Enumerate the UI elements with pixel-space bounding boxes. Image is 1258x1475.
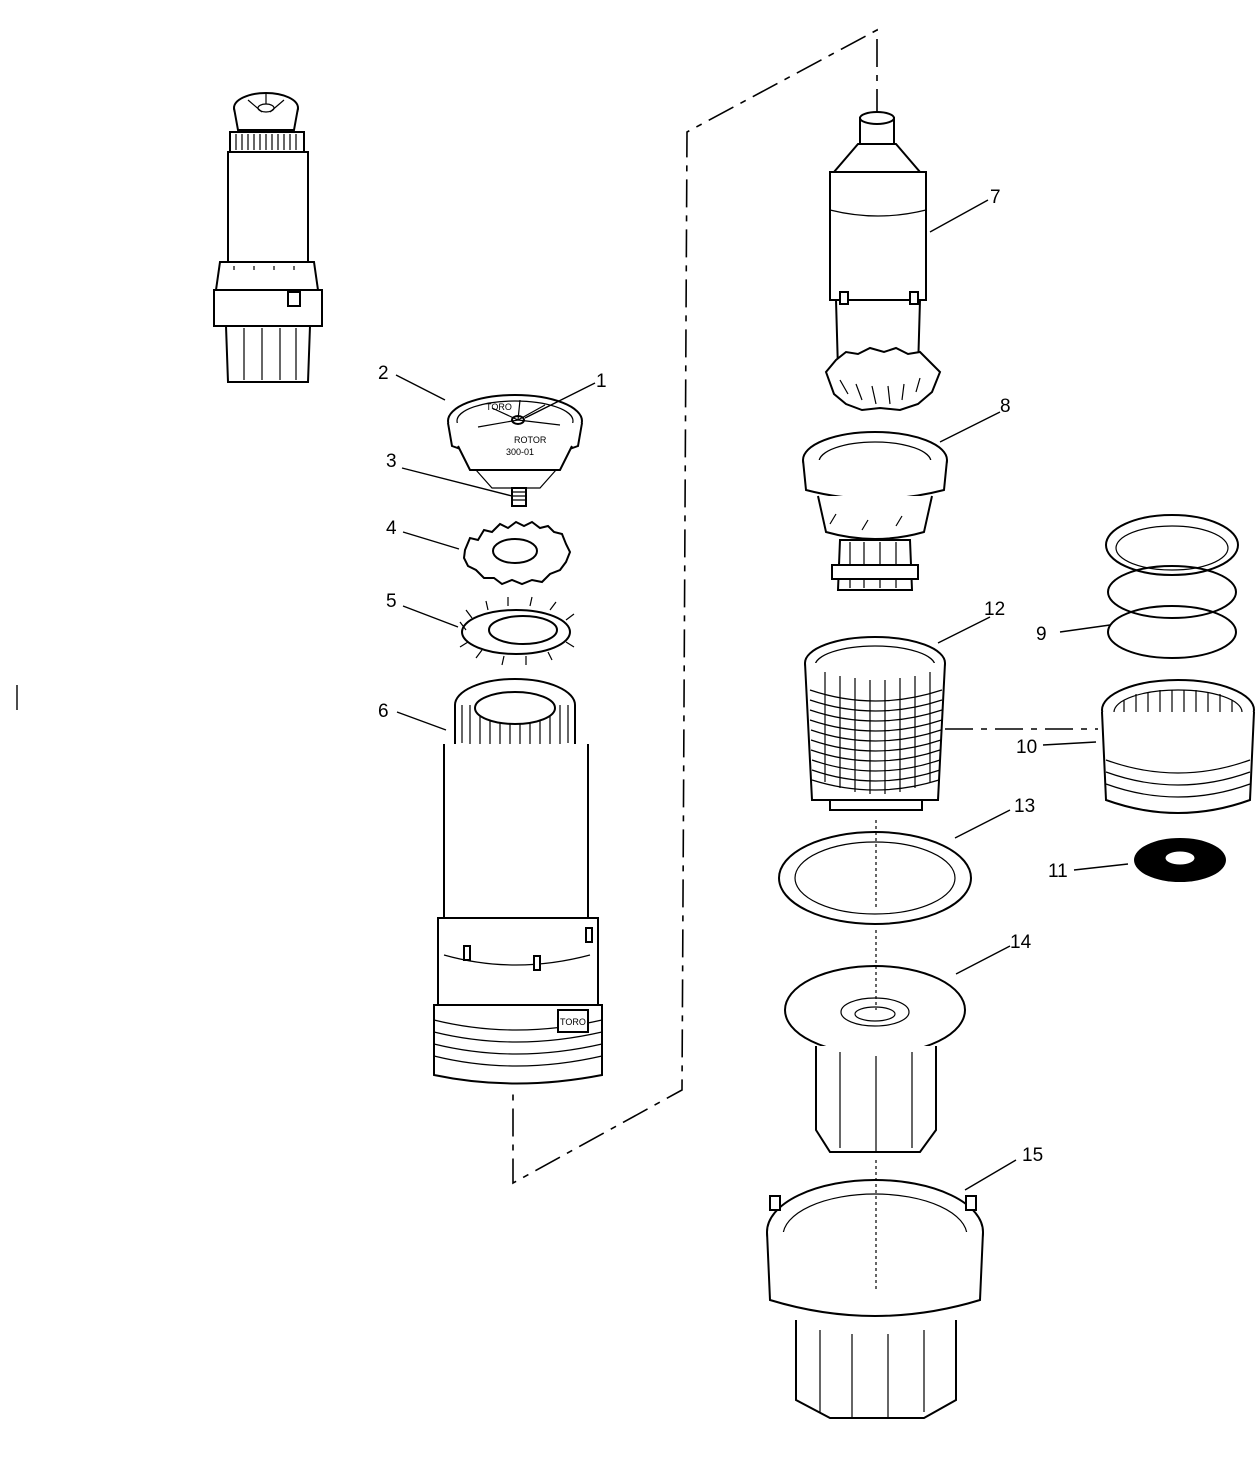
spring	[1105, 514, 1239, 659]
body-badge-text: TORO	[560, 1017, 586, 1027]
callout-labels: 1 2 3 4 5 6 7 8 9 10 11 12 13 14 15	[378, 187, 1068, 1166]
callout-6: 6	[378, 701, 389, 722]
rotor-drive	[824, 111, 942, 412]
callout-7: 7	[990, 187, 1001, 208]
cap-brand-text: TORO	[486, 402, 512, 412]
callout-8: 8	[1000, 396, 1011, 417]
callout-10: 10	[1016, 737, 1037, 758]
cap-model-text: 300-01	[506, 447, 534, 457]
cap-rotor-text: ROTOR	[514, 435, 547, 445]
callout-3: 3	[386, 451, 397, 472]
leader-lines	[395, 199, 1129, 1191]
assembled-sprinkler	[213, 92, 323, 383]
callout-5: 5	[386, 591, 397, 612]
filter-screen	[1101, 679, 1255, 814]
stator	[802, 431, 948, 591]
callout-13: 13	[1014, 796, 1035, 817]
callout-11: 11	[1048, 861, 1068, 882]
spring-washer	[459, 596, 575, 666]
sprinkler-body: TORO	[433, 678, 603, 1085]
sprinkler-case	[766, 1179, 984, 1419]
washer-hole	[1164, 850, 1196, 866]
callout-4: 4	[386, 518, 397, 539]
riser-base	[784, 965, 966, 1153]
screen-basket	[804, 636, 946, 811]
assembly-path-line	[512, 28, 878, 1185]
nozzle-cap: TORO ROTOR 300-01	[447, 394, 583, 507]
callout-9: 9	[1036, 624, 1047, 645]
callout-1: 1	[596, 371, 607, 392]
callout-2: 2	[378, 363, 389, 384]
callout-14: 14	[1010, 932, 1032, 953]
gear-washer	[462, 520, 572, 586]
seal-ring	[778, 831, 972, 925]
callout-12: 12	[984, 599, 1005, 620]
callout-15: 15	[1022, 1145, 1043, 1166]
